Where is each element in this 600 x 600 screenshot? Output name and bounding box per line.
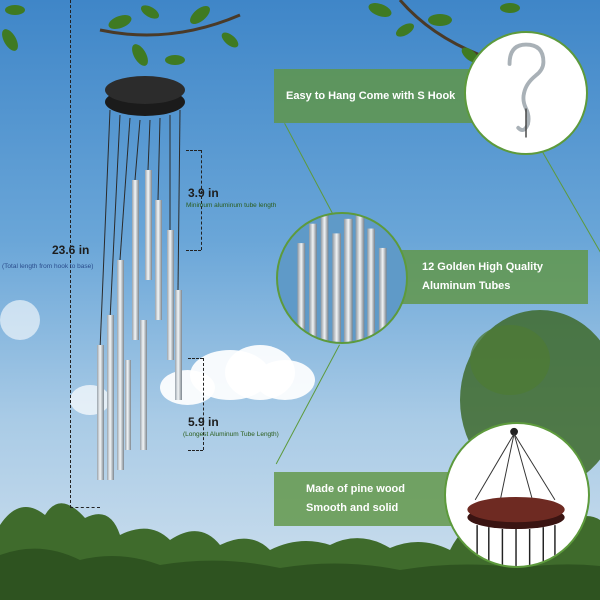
max-tube-tick-bottom bbox=[188, 450, 203, 451]
min-tube-line bbox=[201, 150, 202, 250]
max-tube-tick-top bbox=[188, 358, 203, 359]
feature-banner-tubes: 12 Golden High Quality Aluminum Tubes bbox=[398, 250, 588, 304]
min-tube-tick-bottom bbox=[186, 250, 201, 251]
feature-wood-line1: Made of pine wood bbox=[306, 483, 405, 495]
tubes-detail-circle bbox=[276, 212, 408, 344]
treeline bbox=[0, 503, 600, 600]
total-length-tick bbox=[70, 507, 100, 508]
total-length-line bbox=[70, 0, 71, 508]
min-tube-value: 3.9 in bbox=[188, 186, 219, 200]
hook-detail-circle bbox=[464, 31, 588, 155]
max-tube-caption: (Longest Aluminum Tube Length) bbox=[183, 431, 279, 438]
pine-wood-top-icon bbox=[467, 427, 565, 566]
min-tube-caption: Minimum aluminum tube length bbox=[186, 202, 277, 209]
total-length-caption: (Total length from hook to base) bbox=[2, 263, 94, 270]
feature-wood-line2: Smooth and solid bbox=[306, 502, 399, 514]
max-tube-line bbox=[203, 358, 204, 450]
wood-detail-circle bbox=[444, 422, 590, 568]
feature-hook-text: Easy to Hang Come with S Hook bbox=[286, 89, 456, 102]
s-hook-icon bbox=[507, 42, 546, 138]
max-tube-value: 5.9 in bbox=[188, 415, 219, 429]
feature-banner-hook: Easy to Hang Come with S Hook bbox=[274, 69, 474, 123]
feature-tubes-line2: Aluminum Tubes bbox=[422, 280, 511, 292]
connector-hook bbox=[284, 123, 337, 221]
total-length-value: 23.6 in bbox=[52, 243, 90, 257]
min-tube-tick-top bbox=[186, 150, 201, 151]
feature-banner-wood: Made of pine wood Smooth and solid bbox=[274, 472, 470, 526]
tubes-closeup-icon bbox=[297, 214, 387, 342]
feature-tubes-line1: 12 Golden High Quality bbox=[422, 261, 544, 273]
wind-chime bbox=[97, 76, 185, 480]
